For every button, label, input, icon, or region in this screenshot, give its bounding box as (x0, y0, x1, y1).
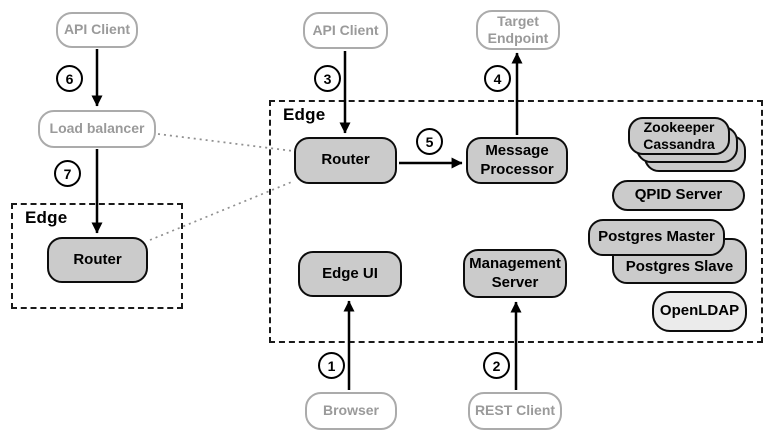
step-circle-7: 7 (54, 160, 81, 187)
step-circle-4: 4 (484, 65, 511, 92)
node-api-client-mid: API Client (303, 12, 388, 49)
node-postgres-master: Postgres Master (588, 219, 725, 256)
step-circle-2: 2 (483, 352, 510, 379)
node-rest-client: REST Client (468, 392, 562, 430)
node-qpid-server: QPID Server (612, 180, 745, 211)
node-zookeeper-cassandra: Zookeeper Cassandra (628, 117, 730, 155)
node-load-balancer: Load balancer (38, 110, 156, 148)
node-openldap: OpenLDAP (652, 291, 747, 332)
node-edge-ui: Edge UI (298, 251, 402, 297)
node-message-processor: Message Processor (466, 137, 568, 184)
cassandra-label: Cassandra (643, 136, 715, 152)
step-circle-6: 6 (56, 65, 83, 92)
group-edge-left-label: Edge (25, 208, 68, 227)
group-edge-main-label: Edge (283, 105, 326, 124)
step-circle-1: 1 (318, 352, 345, 379)
node-api-client-left: API Client (56, 12, 138, 48)
step-circle-5: 5 (416, 128, 443, 155)
node-management-server: Management Server (463, 249, 567, 298)
node-router-left: Router (47, 237, 148, 283)
node-router-mid: Router (294, 137, 397, 184)
node-browser: Browser (305, 392, 397, 430)
node-target-endpoint: Target Endpoint (476, 10, 560, 50)
zookeeper-label: Zookeeper (643, 118, 715, 135)
step-circle-3: 3 (314, 65, 341, 92)
